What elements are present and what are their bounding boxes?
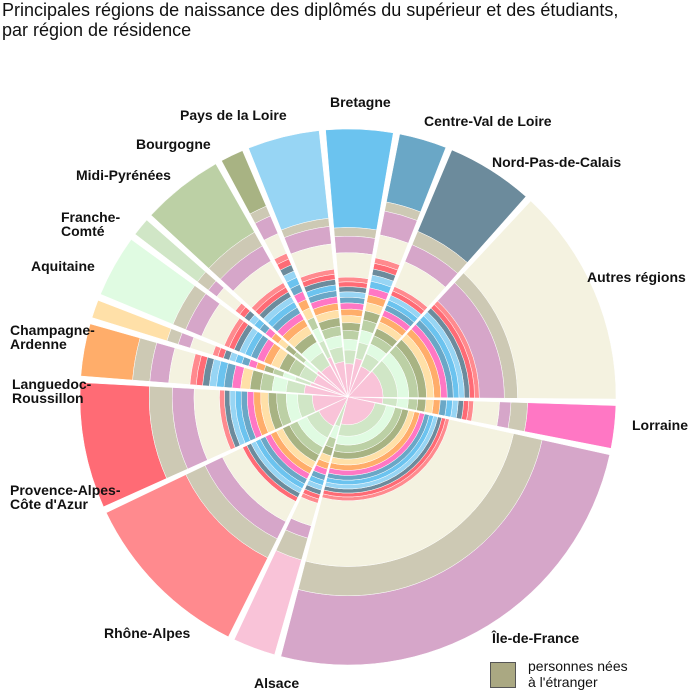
ring-segment (334, 361, 349, 398)
sector-label: Aquitaine (31, 258, 95, 274)
ring-segment (347, 358, 363, 398)
sector-label: Champagne- Ardenne (10, 322, 95, 352)
sector-label: Pays de la Loire (180, 107, 287, 123)
sector-label: Provence-Alpes- Côte d'Azur (10, 482, 121, 512)
ring-segment (313, 374, 349, 398)
ring-segment (343, 349, 357, 365)
ring-segment (325, 128, 394, 231)
sector-label: Rhône-Alpes (104, 625, 191, 641)
ring-segment (416, 398, 427, 413)
sector-label: Centre-Val de Loire (424, 113, 552, 129)
ring-segment (396, 398, 409, 409)
ring-segment (406, 398, 418, 411)
ring-segment (347, 370, 384, 398)
ring-segment (342, 339, 359, 351)
ring-segment (341, 322, 361, 332)
ring-segment (310, 382, 349, 398)
ring-segment (320, 364, 349, 398)
ring-segment (471, 400, 500, 427)
ring-segment (334, 235, 376, 256)
sector-label: Midi-Pyrénées (76, 167, 171, 183)
ring-segment (318, 396, 349, 427)
ring-segment (271, 375, 289, 393)
legend-label: personnes nées à l'étranger (528, 658, 628, 690)
sector-label: Franche- Comté (61, 209, 121, 239)
ring-segment (340, 396, 376, 425)
ring-segment (335, 252, 373, 280)
ring-segment (303, 384, 349, 398)
ring-segment (312, 394, 349, 412)
sector-label: Autres régions (587, 269, 686, 285)
chart-title: Principales régions de naissance des dip… (2, 0, 619, 40)
ring-segment (316, 370, 349, 398)
ring-segment (347, 366, 371, 398)
ring-segment (327, 356, 349, 398)
sector-label: Nord-Pas-de-Calais (492, 154, 622, 170)
legend-swatch (490, 662, 516, 688)
sector-label: Lorraine (632, 417, 689, 433)
sector-label: Île-de-France (492, 630, 580, 646)
sector-label: Bretagne (330, 94, 391, 110)
sector-label: Languedoc- Roussillon (12, 376, 92, 406)
ring-segment (342, 330, 360, 341)
sector-label: Bourgogne (136, 136, 211, 152)
sector-label: Alsace (254, 675, 300, 691)
